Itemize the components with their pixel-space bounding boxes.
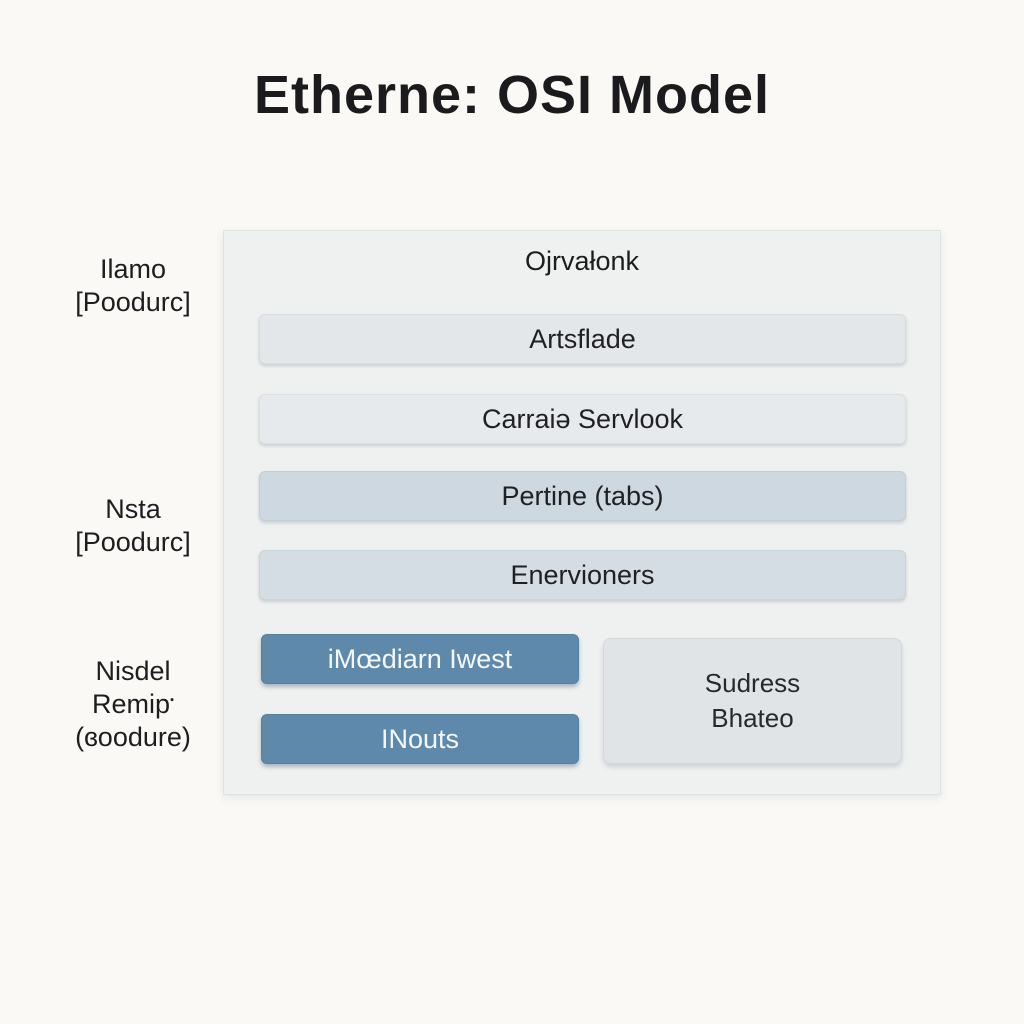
side-box: Sudress Bhateo: [603, 638, 902, 764]
layer-row-4: Enervioners: [259, 550, 906, 600]
layer-row-2: Carraiə Servlook: [259, 394, 906, 444]
side-box-line1: Sudress: [704, 668, 801, 698]
left-label-bottom-line3: (ɞoodure): [75, 722, 191, 752]
left-label-bottom: Nisdel Remip▪ (ɞoodure): [33, 655, 233, 754]
left-label-middle: Nsta [Poodurc]: [33, 493, 233, 559]
page-title: Etherne: OSI Model: [253, 65, 771, 125]
layer-row-1: Artsflade: [259, 314, 906, 364]
left-label-middle-line1: Nsta: [105, 494, 161, 524]
left-label-top-line1: Ilamo: [99, 254, 167, 284]
left-label-top-line2: [Poodurc]: [75, 287, 191, 317]
left-label-bottom-line1: Nisdel: [95, 656, 171, 686]
left-label-bottom-line2: Remip: [92, 689, 171, 719]
left-label-middle-line2: [Poodurc]: [75, 527, 191, 557]
side-box-line2: Bhateo: [711, 703, 794, 733]
container-header-label: Ojrvałonk: [524, 246, 640, 276]
layer-row-3: Pertine (tabs): [259, 471, 906, 521]
blue-box-2: INouts: [261, 714, 579, 764]
blue-box-1: iMœdiarn Iwest: [261, 634, 579, 684]
left-label-top: Ilamo [Poodurc]: [33, 253, 233, 319]
osi-model-container: Ojrvałonk Artsflade Carraiə Servlook Per…: [223, 230, 941, 795]
superscript-mark: ▪: [170, 694, 174, 706]
